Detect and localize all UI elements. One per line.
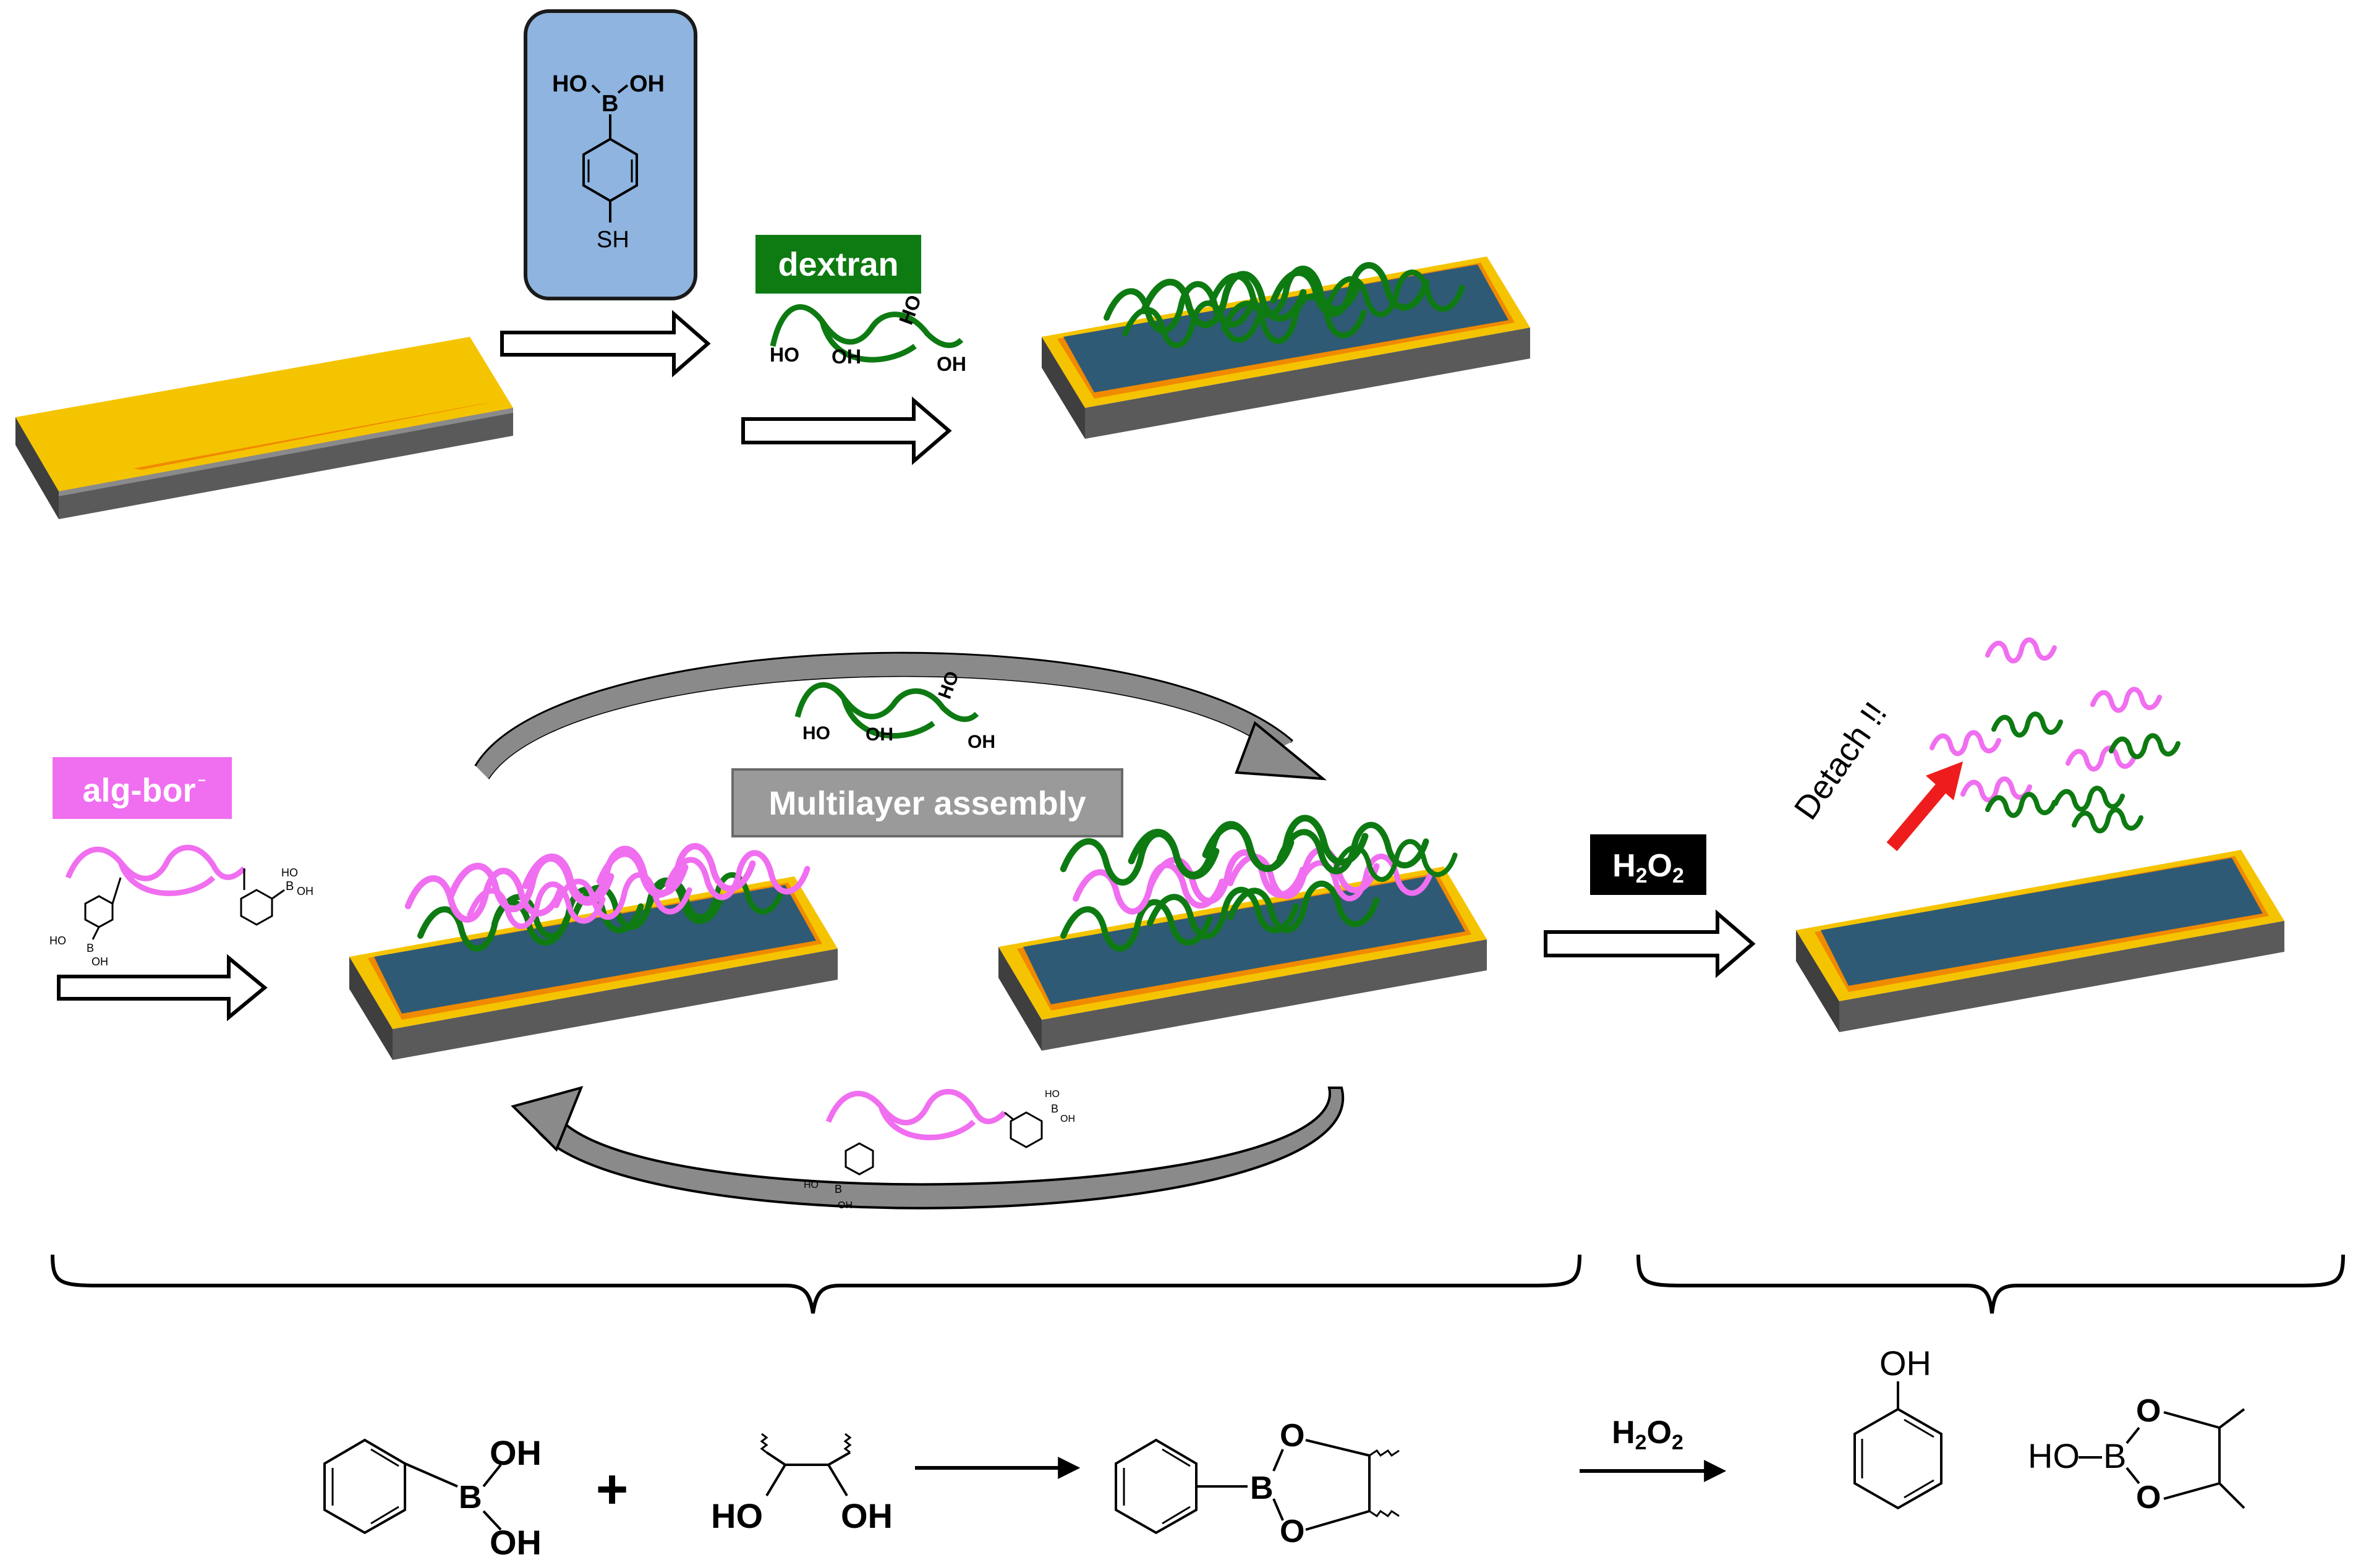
alg-bor-superscript: −	[198, 773, 206, 788]
multilayer-substrate	[998, 818, 1487, 1051]
alg-bor-oh2-label: OH	[91, 956, 108, 968]
cycle-alg-ho: HO	[1045, 1089, 1060, 1100]
boronate-ester-structure: B O O	[1115, 1418, 1400, 1549]
dex-oh-1: OH	[832, 345, 861, 368]
hollow-arrow-4	[1544, 909, 1756, 978]
ester-o2: O	[1280, 1514, 1304, 1549]
pbba-sh-label: SH	[597, 227, 629, 253]
cycle-arrow-top	[474, 651, 1327, 781]
diol-structure: HO OH	[711, 1433, 893, 1535]
dextran-label: dextran	[755, 235, 921, 294]
pbba-ho-label: HO	[552, 71, 587, 97]
cycle-dex-ho: HO	[802, 723, 830, 744]
h2o2-bottom-text: H2O2	[1612, 1415, 1683, 1454]
alginate-coated-substrate	[349, 846, 838, 1060]
mercaptophenylboronic-acid-box: HO B OH SH	[524, 9, 697, 300]
gold-substrate	[15, 337, 513, 519]
dex-ho-2: HO	[895, 292, 925, 327]
phenol-oh: OH	[1879, 1344, 1931, 1383]
cycle-alg-ho2: HO	[804, 1180, 819, 1190]
cycle-dex-oh2: OH	[968, 732, 995, 752]
alg-bor-oh-label: OH	[297, 885, 313, 897]
alg-bor-ho-label: HO	[281, 867, 298, 879]
ester-o1: O	[1280, 1418, 1304, 1454]
red-detach-arrow	[1886, 761, 1963, 852]
alg-bor-label: alg-bor −	[53, 757, 232, 819]
hollow-arrow-2	[741, 396, 952, 465]
right-brace	[1636, 1254, 2345, 1314]
multilayer-assembly-label: Multilayer assembly	[731, 768, 1123, 837]
cycle-dex-oh: OH	[866, 724, 893, 745]
cycle-alg-b2: B	[835, 1183, 842, 1195]
phenylboronic-acid-structure: B OH OH	[323, 1433, 542, 1562]
h2o2-box-label: H2O2	[1590, 834, 1706, 895]
alg-bor-cycle-sketch: B HO OH B HO OH	[804, 1088, 1075, 1211]
dex-oh-2: OH	[937, 353, 966, 375]
ester-b: B	[1250, 1470, 1274, 1506]
dextran-molecule-sketch: HO OH HO OH	[770, 292, 966, 375]
detach-text: Detach !!	[1787, 695, 1894, 826]
pbba-oh-label: OH	[629, 71, 665, 97]
cycle-arrow-bottom	[511, 1086, 1345, 1210]
phenol-structure: OH	[1853, 1344, 1942, 1510]
cycle-alg-b: B	[1051, 1103, 1058, 1115]
cycle-alg-oh: OH	[1060, 1114, 1075, 1124]
clean-substrate	[1796, 850, 2284, 1032]
alg-bor-ho2-label: HO	[49, 934, 66, 947]
dextran-text: dextran	[778, 246, 898, 283]
cycle-alg-oh2: OH	[838, 1200, 853, 1211]
multilayer-assembly-text: Multilayer assembly	[768, 785, 1086, 822]
borate-ho: HO	[2028, 1436, 2080, 1475]
dextran-coated-substrate	[1042, 256, 1530, 439]
left-brace	[51, 1254, 1581, 1314]
borate-b: B	[2103, 1436, 2126, 1475]
alg-bor-b2-label: B	[87, 942, 94, 954]
borate-structure: HO B O O	[2028, 1393, 2245, 1515]
alg-bor-b-label: B	[286, 879, 294, 893]
dex-ho-1: HO	[770, 344, 799, 366]
plus-sign: +	[596, 1459, 629, 1520]
h2o2-box-text: H2O2	[1612, 848, 1684, 888]
detached-polymers	[1932, 640, 2178, 831]
alg-bor-molecule-sketch: B HO OH B HO OH	[49, 844, 313, 968]
diol-ho: HO	[711, 1496, 763, 1535]
borate-o2: O	[2136, 1480, 2161, 1515]
diol-oh: OH	[841, 1496, 893, 1535]
pba-b: B	[459, 1480, 482, 1515]
alg-bor-text: alg-bor	[83, 772, 196, 809]
pbba-b-label: B	[602, 91, 618, 117]
hollow-arrow-1	[500, 310, 711, 378]
pba-oh2: OH	[490, 1523, 542, 1562]
borate-o1: O	[2136, 1393, 2161, 1429]
hollow-arrow-3	[57, 954, 268, 1022]
dextran-cycle-sketch: HO OH HO OH	[794, 669, 995, 752]
pba-oh1: OH	[490, 1433, 542, 1472]
